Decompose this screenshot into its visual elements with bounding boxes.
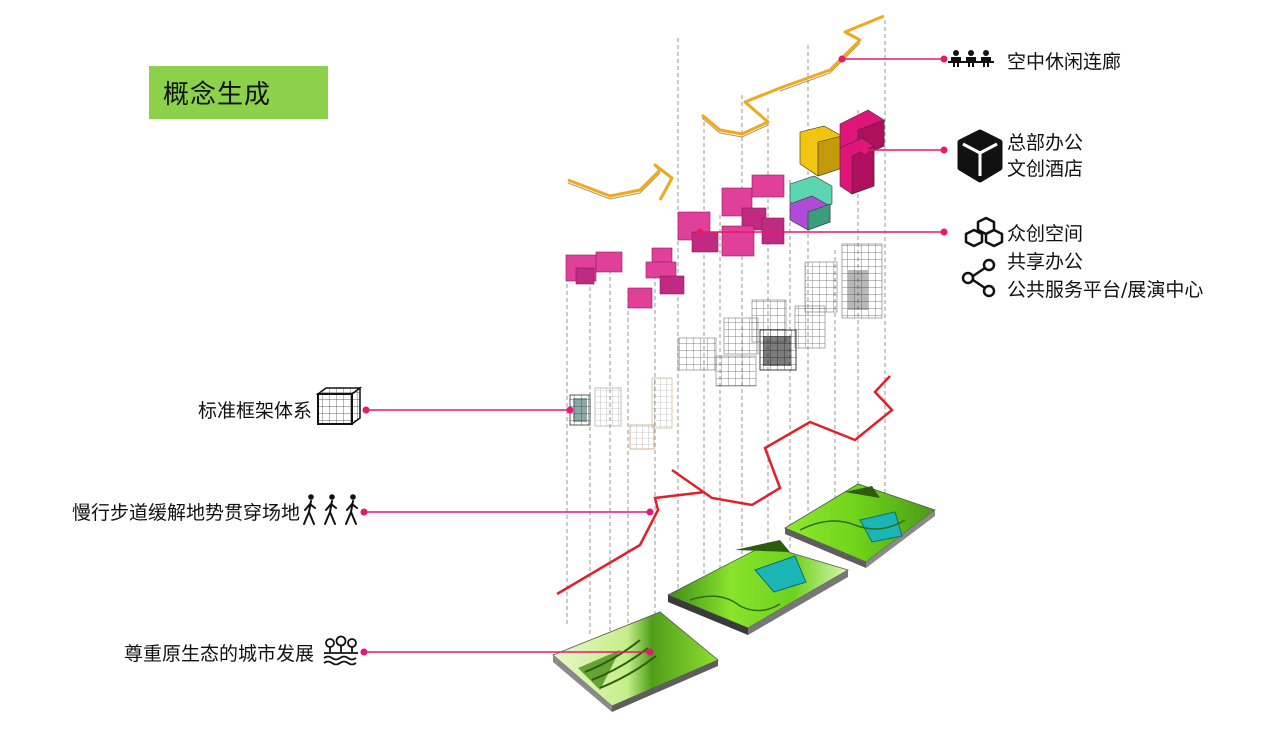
leader-dots bbox=[360, 55, 948, 656]
skywalk-paths bbox=[567, 14, 885, 201]
maker-space-blocks bbox=[565, 174, 785, 309]
trees-water-icon bbox=[323, 635, 358, 666]
label-maker-line2: 共享办公 bbox=[1007, 251, 1084, 273]
cube-icon bbox=[957, 129, 1003, 183]
leader-lines bbox=[363, 58, 944, 653]
label-frame-system: 标准框架体系 bbox=[197, 400, 312, 422]
label-hq-line2: 文创酒店 bbox=[1007, 158, 1084, 180]
share-nodes-icon bbox=[961, 258, 996, 298]
walking-people-icon bbox=[303, 494, 358, 525]
frame-system-models bbox=[569, 377, 673, 450]
label-maker-line3: 公共服务平台/展演中心 bbox=[1007, 279, 1204, 301]
title-box: 概念生成 bbox=[149, 66, 328, 119]
hq-hotel-blocks bbox=[789, 109, 885, 231]
stacked-boxes-icon bbox=[964, 216, 1004, 248]
skywalk-shadow bbox=[567, 42, 861, 200]
label-maker-line1: 众创空间 bbox=[1007, 223, 1084, 245]
label-eco-development: 尊重原生态的城市发展 bbox=[123, 643, 314, 665]
label-hq-line1: 总部办公 bbox=[1007, 132, 1084, 154]
label-skywalk: 空中休闲连廊 bbox=[1007, 51, 1122, 73]
people-group-icon bbox=[948, 50, 994, 67]
terrain-plate-1 bbox=[552, 611, 719, 712]
page-title: 概念生成 bbox=[163, 80, 272, 110]
wireframe-buildings bbox=[677, 243, 883, 387]
grid-frame-icon bbox=[315, 386, 363, 426]
terrain-plate-3 bbox=[784, 483, 936, 568]
label-slow-trail: 慢行步道缓解地势贯穿场地 bbox=[71, 502, 300, 524]
terrain-plate-2 bbox=[667, 540, 849, 635]
slow-trail-path bbox=[556, 375, 894, 596]
